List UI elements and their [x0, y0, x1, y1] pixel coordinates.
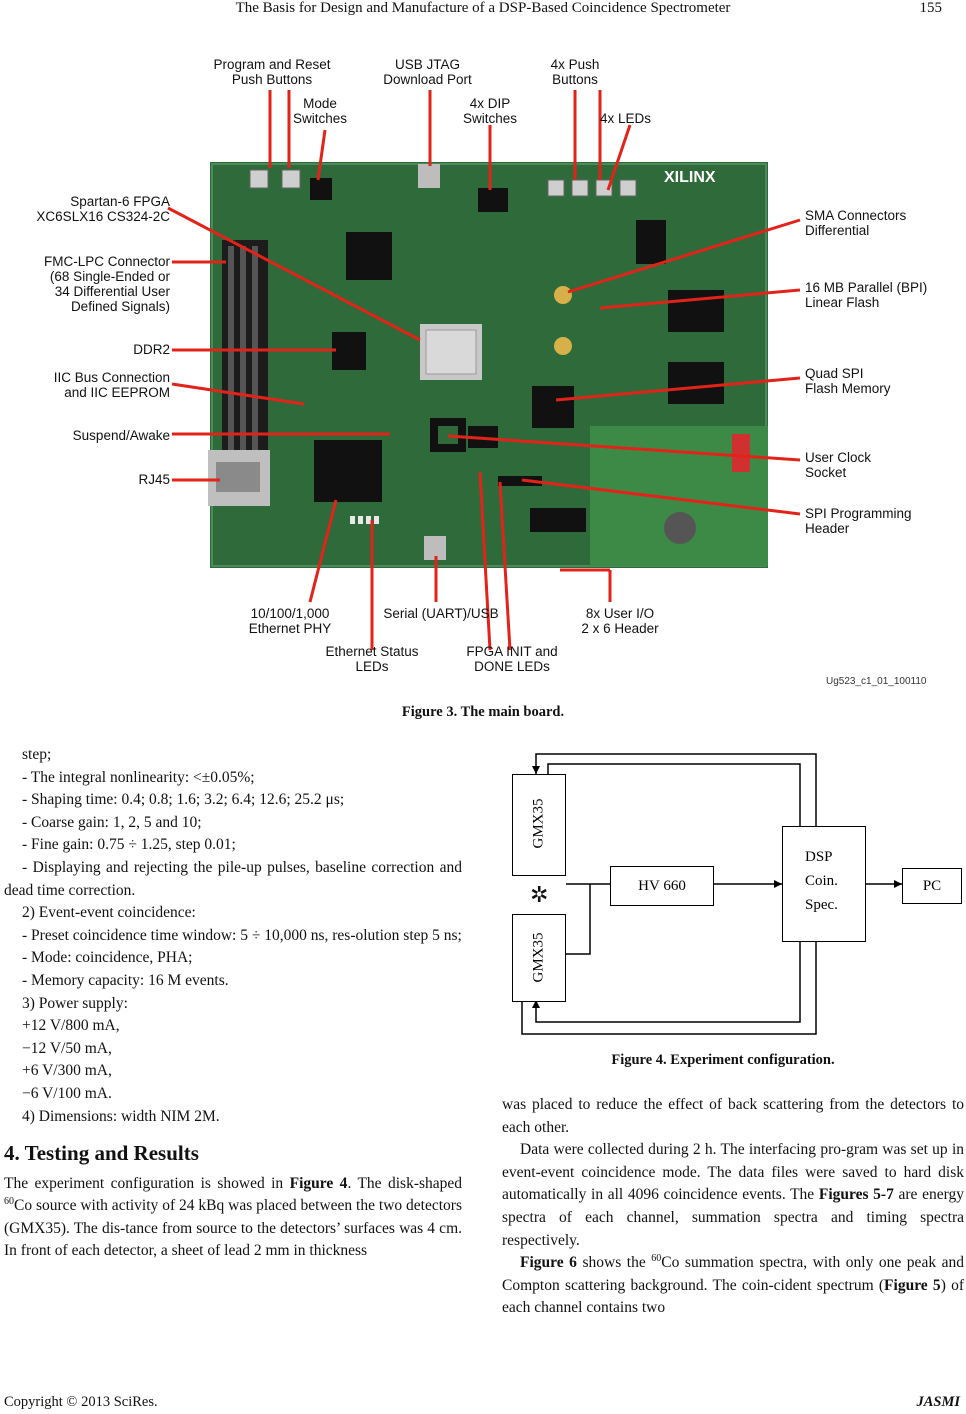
paragraph-data: Data were collected during 2 h. The inte… [502, 1141, 964, 1249]
callout-leds: 4x LEDs [600, 111, 652, 126]
callout-fpga-init: FPGA INIT and DONE LEDs [466, 644, 558, 674]
list-line: - Shaping time: 0.4; 0.8; 1.6; 3.2; 6.4;… [22, 791, 345, 809]
dsp-label: DSP [805, 849, 833, 865]
figure-3-caption: Figure 3. The main board. [401, 704, 565, 720]
callout-user-clock: User Clock Socket [805, 450, 872, 480]
source-icon: ✲ [530, 882, 549, 907]
list-line: - Displaying and rejecting the pile-up p… [4, 858, 462, 899]
dsp-box: DSP Coin. Spec. [782, 826, 866, 942]
footer-copyright: Copyright © 2013 SciRes. [4, 1394, 158, 1410]
callout-eth-leds: Ethernet Status LEDs [325, 644, 419, 674]
callout-usb-jtag: USB JTAG Download Port [383, 57, 472, 87]
figure-3-main-board: XILINX [0, 40, 966, 700]
callout-push-buttons: 4x Push Buttons [550, 57, 600, 87]
board-brand: XILINX [664, 169, 716, 186]
list-line: - Preset coincidence time window: 5 ÷ 10… [22, 926, 462, 944]
callout-fmc: FMC-LPC Connector (68 Single-Ended or 34… [43, 254, 170, 314]
callout-iic: IIC Bus Connection and IIC EEPROM [53, 370, 170, 400]
right-column: was placed to reduce the effect of back … [502, 1094, 964, 1320]
detector-bottom-box: GMX35 [512, 914, 566, 1002]
detector-top-label: GMX35 [530, 798, 547, 849]
callout-sma: SMA Connectors Differential [805, 208, 907, 238]
callout-serial-usb: Serial (UART)/USB [383, 606, 499, 621]
list-line: +12 V/800 mA, [22, 1017, 120, 1035]
callout-spartan: Spartan-6 FPGA XC6SLX16 CS324-2C [36, 194, 170, 224]
figure-4-diagram: GMX35 ✲ GMX35 HV 660 DSP Coin. Spec. PC [500, 744, 966, 1044]
figure-4-wires [521, 753, 902, 1035]
hv-box: HV 660 [610, 866, 714, 906]
callout-ddr2: DDR2 [133, 342, 170, 357]
list-line: - Mode: coincidence, PHA; [22, 949, 193, 967]
dsp-label-coin: Coin. [805, 873, 838, 889]
list-line: - The integral nonlinearity: <±0.05%; [22, 768, 255, 786]
callout-dip-switches: 4x DIP Switches [462, 96, 518, 126]
callout-ethernet-phy: 10/100/1,000 Ethernet PHY [248, 606, 332, 636]
pc-box: PC [902, 868, 962, 904]
figure-id: Ug523_c1_01_100110 [826, 676, 927, 687]
paragraph-lead: was placed to reduce the effect of back … [502, 1096, 964, 1136]
paragraph-experiment: The experiment configuration is showed i… [4, 1174, 463, 1260]
list-line: 4) Dimensions: width NIM 2M. [22, 1107, 220, 1125]
detector-bottom-label: GMX35 [530, 932, 547, 983]
callout-program-reset: Program and Reset Push Buttons [213, 57, 331, 87]
callout-suspend: Suspend/Awake [72, 428, 170, 443]
callout-spi-header: SPI Programming Header [805, 506, 912, 536]
left-column: step; - The integral nonlinearity: <±0.0… [4, 744, 462, 1263]
figure-4-caption: Figure 4. Experiment configuration. [611, 1052, 835, 1068]
callout-user-io: 8x User I/O 2 x 6 Header [581, 606, 659, 636]
list-line: - Fine gain: 0.75 ÷ 1.25, step 0.01; [22, 836, 236, 854]
running-header: The Basis for Design and Manufacture of … [235, 0, 731, 16]
callout-mode-switches: Mode Switches [292, 96, 348, 126]
board-photo: XILINX [167, 90, 801, 651]
list-line: 3) Power supply: [22, 994, 128, 1012]
list-line: −6 V/100 mA. [22, 1084, 112, 1102]
list-line: 2) Event-event coincidence: [22, 904, 196, 922]
section-heading: 4. Testing and Results [4, 1141, 199, 1166]
page-number: 155 [919, 0, 943, 16]
paragraph-figure6: Figure 6 shows the 60Co summation spectr… [502, 1253, 965, 1317]
callout-rj45: RJ45 [138, 472, 170, 487]
dsp-label-spec: Spec. [805, 897, 838, 913]
list-line: −12 V/50 mA, [22, 1039, 112, 1057]
callout-quad-spi: Quad SPI Flash Memory [805, 366, 891, 396]
list-line: - Coarse gain: 1, 2, 5 and 10; [22, 813, 202, 831]
callout-flash: 16 MB Parallel (BPI) Linear Flash [805, 280, 928, 310]
list-line: +6 V/300 mA, [22, 1062, 112, 1080]
footer-journal: JASMI [916, 1394, 960, 1410]
list-line: step; [22, 746, 52, 763]
detector-top-box: GMX35 [512, 774, 566, 876]
list-line: - Memory capacity: 16 M events. [22, 971, 229, 989]
